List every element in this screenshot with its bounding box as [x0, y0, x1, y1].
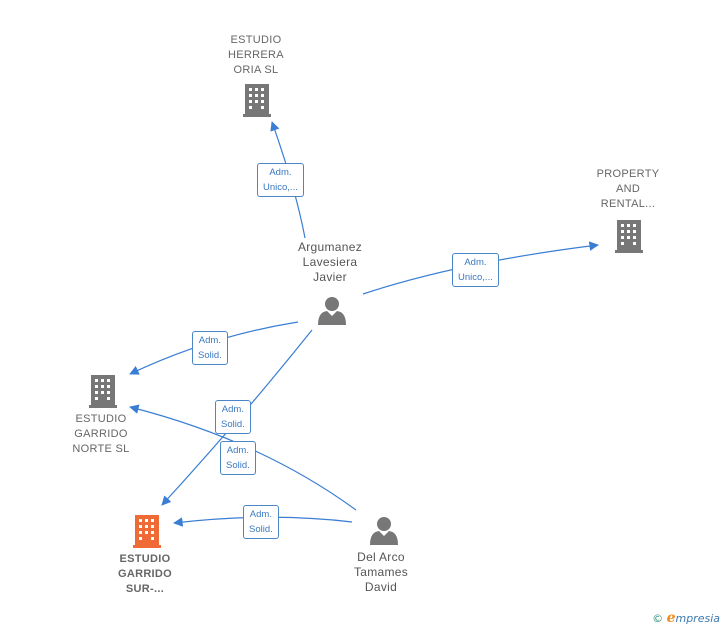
building-icon[interactable] [615, 220, 643, 253]
edge-label[interactable]: Adm. Unico,... [452, 253, 499, 287]
node-property-and-rental[interactable]: PROPERTY AND RENTAL... [588, 167, 668, 212]
building-icon-focus[interactable] [133, 515, 161, 548]
node-estudio-garrido-sur[interactable]: ESTUDIO GARRIDO SUR-... [104, 552, 186, 597]
edge-label[interactable]: Adm. Solid. [243, 505, 279, 539]
person-icon[interactable] [318, 297, 346, 325]
node-argumanez-lavesiera-javier[interactable]: Argumanez Lavesiera Javier [284, 240, 376, 285]
copyright-icon: © [652, 612, 664, 625]
node-label: ESTUDIO GARRIDO NORTE SL [72, 413, 130, 455]
node-estudio-herrera-oria[interactable]: ESTUDIO HERRERA ORIA SL [216, 33, 296, 78]
node-label: ESTUDIO HERRERA ORIA SL [228, 34, 284, 76]
empresia-logo: © empresia [652, 610, 720, 626]
node-label: PROPERTY AND RENTAL... [596, 168, 660, 210]
node-label: ESTUDIO GARRIDO SUR-... [117, 553, 173, 595]
edge-label[interactable]: Adm. Solid. [220, 441, 256, 475]
building-icon[interactable] [243, 84, 271, 117]
building-icon[interactable] [89, 375, 117, 408]
edge-label[interactable]: Adm. Unico,... [257, 163, 304, 197]
node-estudio-garrido-norte[interactable]: ESTUDIO GARRIDO NORTE SL [60, 412, 142, 457]
brand-initial: e [666, 610, 676, 626]
node-del-arco-tamames-david[interactable]: Del Arco Tamames David [336, 550, 426, 595]
node-label: Argumanez Lavesiera Javier [297, 240, 363, 284]
node-label: Del Arco Tamames David [353, 550, 409, 594]
edge-label[interactable]: Adm. Solid. [192, 331, 228, 365]
person-icon[interactable] [370, 517, 398, 545]
edge-label[interactable]: Adm. Solid. [215, 400, 251, 434]
brand-name: mpresia [675, 612, 720, 625]
